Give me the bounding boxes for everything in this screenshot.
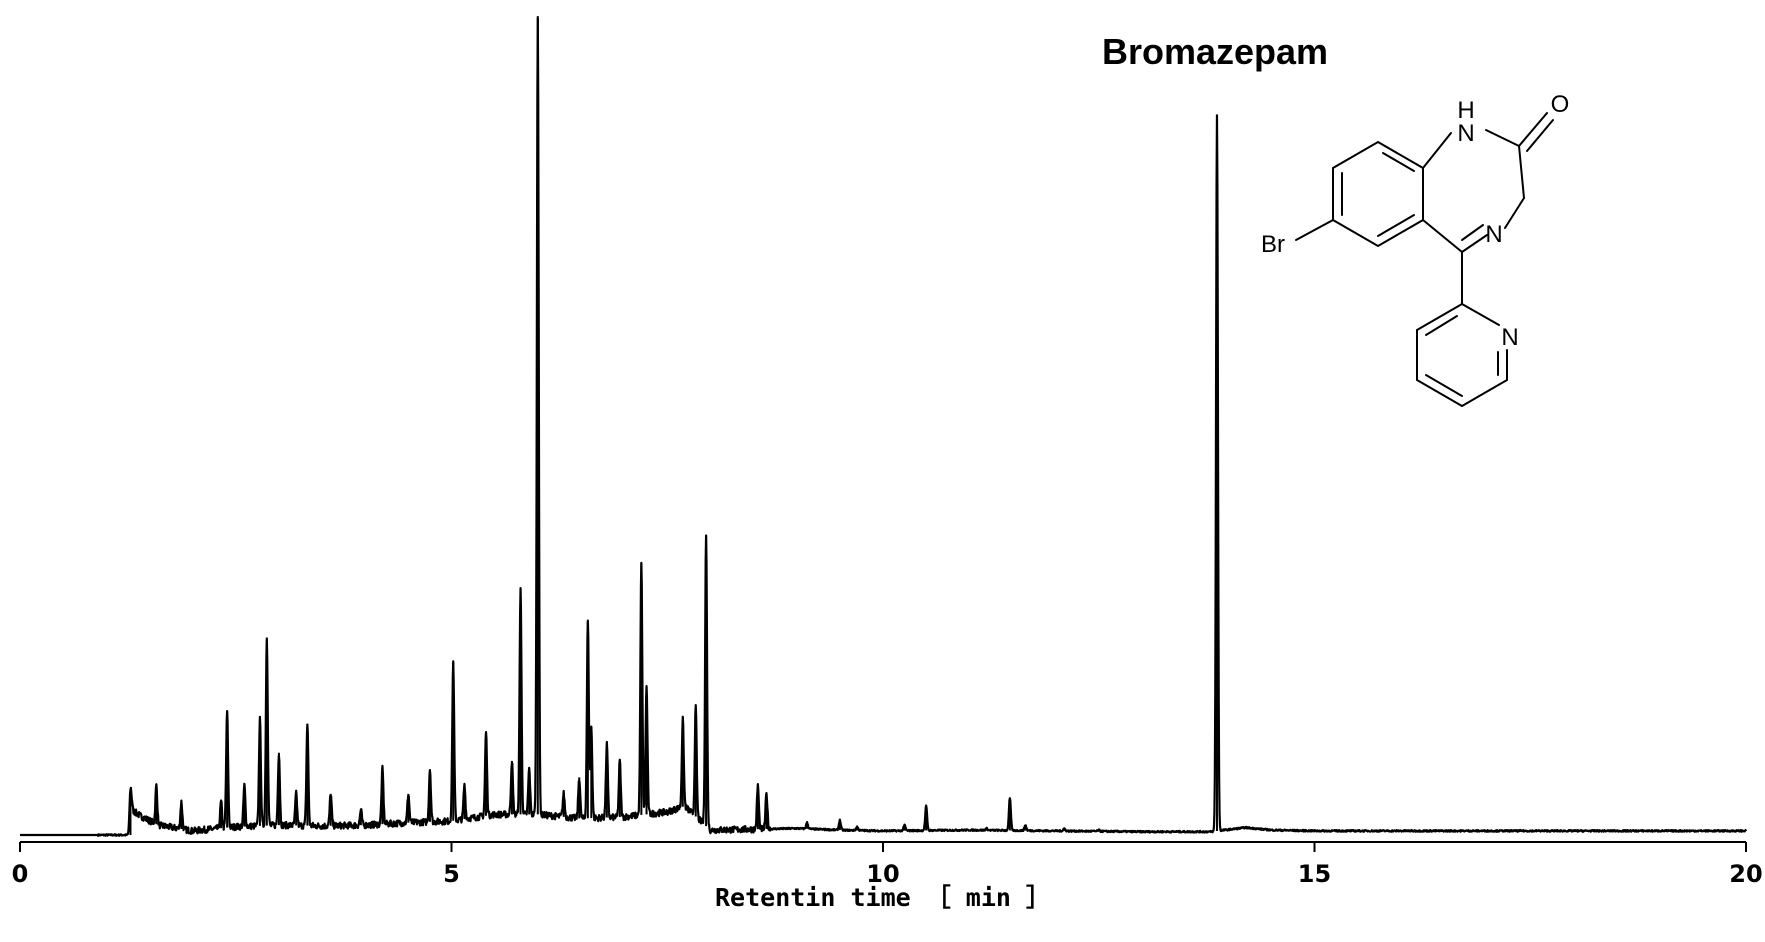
diazepine-bond (1485, 129, 1520, 147)
plot-area (19, 16, 1748, 837)
pyridine-double-bond (1425, 374, 1463, 397)
x-tick-label: 5 (443, 860, 460, 888)
diazepine-bond (1504, 197, 1525, 229)
pyridine-bond (1416, 379, 1463, 407)
atom-h: H (1457, 97, 1474, 124)
benzene-double-bond (1377, 214, 1415, 237)
atom-n-pyridine: N (1501, 324, 1518, 351)
annotation-title: Bromazepam (1102, 31, 1328, 72)
chromatogram-trace (19, 17, 1748, 837)
atom-br: Br (1261, 231, 1285, 258)
benzene-ring (1332, 140, 1424, 248)
atom-n4: N (1485, 221, 1502, 248)
imine-double-bond (1461, 224, 1484, 241)
imine-bond (1461, 234, 1488, 253)
x-axis: 0 5 10 15 20 Retentin time ［ min ］ (12, 841, 1763, 912)
diazepine-bond (1422, 132, 1452, 169)
pyridine-bond (1416, 303, 1463, 331)
pyridine-bond (1461, 379, 1508, 407)
benzene-double-bond (1382, 152, 1415, 172)
br-bond (1295, 219, 1334, 241)
pyridine-double-bond (1425, 315, 1458, 336)
pyridine-bond (1461, 303, 1500, 326)
x-tick-label: 0 (12, 860, 29, 888)
x-tick-label: 20 (1729, 860, 1762, 888)
atom-o: O (1551, 91, 1570, 118)
bromazepam-annotation: Bromazepam (1102, 31, 1570, 407)
x-tick-label: 15 (1298, 860, 1331, 888)
x-ticks: 0 5 10 15 20 (12, 842, 1763, 888)
x-axis-label: Retentin time ［ min ］ (715, 883, 1051, 912)
bromazepam-structure (1295, 112, 1554, 407)
diazepine-bond (1518, 145, 1525, 199)
diazepine-bond (1422, 219, 1463, 253)
carbonyl-double-bond (1526, 119, 1554, 152)
carbonyl-bond (1518, 112, 1548, 147)
x-tick-label: 10 (866, 860, 899, 888)
atom-n1: N (1457, 120, 1474, 147)
